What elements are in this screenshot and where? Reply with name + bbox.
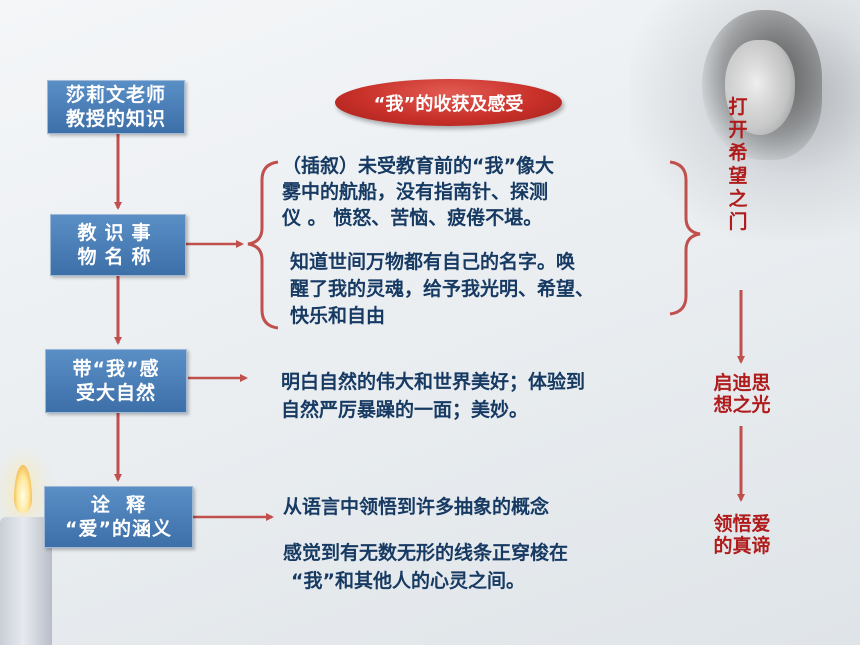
love-line-3: “我”和其他人的心灵之间。 (291, 570, 525, 592)
box-sullivan-knowledge: 莎莉文老师 教授的知识 (47, 80, 185, 134)
portrait-face (725, 40, 795, 135)
candle-body (0, 517, 52, 645)
after-line-3: 快乐和自由 (290, 305, 386, 327)
left-brace (247, 160, 279, 330)
box2-line1: 教识事 (77, 222, 159, 244)
background-portrait (630, 0, 860, 240)
box2-line2: 物名称 (77, 246, 159, 268)
before-line-3: 仪 。 愤怒、苦恼、疲倦不堪。 (282, 207, 543, 229)
box4-line2: “爱”的涵义 (65, 518, 172, 540)
after-line-2: 醒了我的灵魂，给予我光明、希望、 (290, 278, 595, 300)
box3-line1: 带“我”感 (72, 358, 160, 380)
oval-title: “我”的收获及感受 (335, 79, 562, 126)
nature-line-2: 自然严厉暴躁的一面；美妙。 (281, 399, 529, 421)
before-line-2: 雾中的航船，没有指南针、探测 (282, 181, 549, 203)
box-feel-nature: 带“我”感 受大自然 (45, 349, 187, 413)
oval-title-text: “我”的收获及感受 (373, 93, 524, 115)
box-teach-names: 教识事 物名称 (50, 214, 186, 276)
light-line-1: 启迪思 (713, 372, 771, 394)
truth-line-1: 领悟爱 (713, 513, 771, 535)
nature-text: 明白自然的伟大和世界美好；体验到 自然严厉暴躁的一面；美妙。 (281, 368, 585, 424)
candle-flame (14, 465, 32, 513)
box1-line1: 莎莉文老师 (65, 84, 166, 106)
before-line-1: （插叙）未受教育前的“我”像大 (282, 155, 554, 177)
box3-line2: 受大自然 (75, 382, 156, 404)
love-threads-text: 感觉到有无数无形的线条正穿梭在 “我”和其他人的心灵之间。 (283, 539, 568, 595)
love-line-1: 从语言中领悟到许多抽象的概念 (283, 496, 550, 518)
love-line-2: 感觉到有无数无形的线条正穿梭在 (283, 542, 569, 564)
before-education-text: （插叙）未受教育前的“我”像大 雾中的航船，没有指南针、探测 仪 。 愤怒、苦恼… (282, 153, 554, 231)
box4-line1: 诠 释 (90, 494, 147, 516)
truth-line-2: 的真谛 (713, 535, 771, 557)
after-line-1: 知道世间万物都有自己的名字。唤 (290, 251, 576, 273)
love-concept-text: 从语言中领悟到许多抽象的概念 (283, 494, 549, 520)
right-brace (669, 160, 701, 316)
nature-line-1: 明白自然的伟大和世界美好；体验到 (281, 371, 586, 393)
label-open-hope-door: 打开希望之门 (728, 96, 748, 233)
label-inspire-light: 启迪思 想之光 (702, 372, 782, 416)
after-education-text: 知道世间万物都有自己的名字。唤 醒了我的灵魂，给予我光明、希望、 快乐和自由 (290, 249, 594, 330)
box1-line2: 教授的知识 (65, 108, 166, 130)
light-line-2: 想之光 (713, 394, 771, 416)
candle-image (0, 465, 60, 645)
label-love-truth: 领悟爱 的真谛 (702, 513, 782, 557)
box-explain-love: 诠 释 “爱”的涵义 (44, 486, 193, 548)
